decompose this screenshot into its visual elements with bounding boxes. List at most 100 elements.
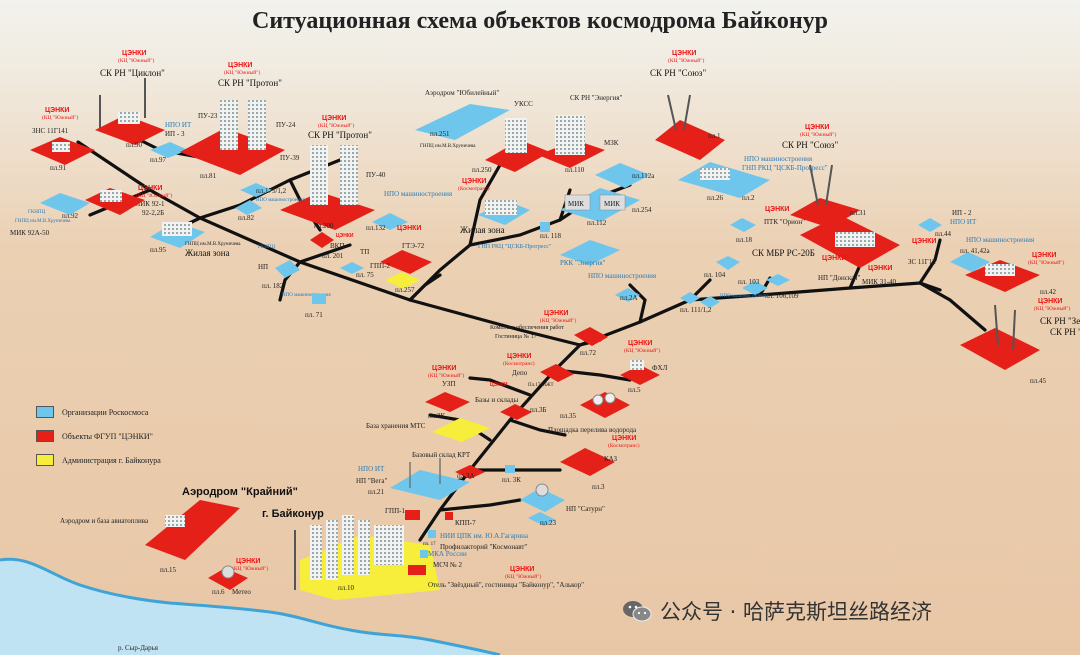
map-label: ГПП-1 xyxy=(385,507,405,515)
site-zs11g12[interactable]: ЦЭНКИ ЗС 11Г12 xyxy=(908,238,936,266)
site-soyuz-pl31[interactable]: ЦЭНКИ (КЦ "Южный") СК РН "Союз" пл.31 xyxy=(782,124,866,228)
map-shape xyxy=(455,465,485,479)
site-mzk[interactable]: МЗК пл.112а xyxy=(595,139,655,188)
map-shape xyxy=(505,465,515,473)
map-label: ПУ-23 xyxy=(198,112,218,120)
site-tsiklon[interactable]: ЦЭНКИ (КЦ "Южный") СК РН "Циклон" пл.90 xyxy=(95,50,165,149)
site-np-vega[interactable]: НПО ИТ НП "Вега" пл.21 xyxy=(356,458,470,500)
site-meteo[interactable]: ЦЭНКИ (КЦ "Южный") пл.6 Метео xyxy=(208,558,268,596)
map-shape xyxy=(560,240,620,265)
map-label: НПО машиностроения xyxy=(966,236,1035,244)
site-vkp[interactable]: ЦЭНКИ ВКП пл. 201 xyxy=(310,232,354,260)
map-label: НПО машиностроения xyxy=(256,198,305,203)
map-label: (КЦ "Южный") xyxy=(1028,259,1064,266)
map-label: пл.110 xyxy=(565,166,585,174)
site-aerodrom-yubileiny[interactable]: Аэродром "Юбилейный" пл.251 ГНПЦ им.М.В.… xyxy=(415,89,510,149)
site-gpp1[interactable]: ГПП-1 КПП-7 xyxy=(385,507,476,527)
site-zenit[interactable]: ЦЭНКИ (КЦ "Южный") СК РН "Зенит" СК РН "… xyxy=(960,298,1080,385)
map-label: г. Байконур xyxy=(262,508,324,520)
map-label: пл.81 xyxy=(200,172,216,180)
site-np-pl182[interactable]: ГКНПЦ НП пл. 182 xyxy=(258,245,300,290)
site-ptk-orion[interactable]: ЦЭНКИ ПТК "Орион" пл.18 xyxy=(730,206,805,244)
site-baikonur-city[interactable]: г. Байконур пл.10 xyxy=(262,508,440,600)
site-energia[interactable]: СК РН "Энергия" пл.110 xyxy=(538,94,622,174)
site-pl75[interactable]: пл. 75 xyxy=(340,262,374,279)
site-sk-mbr[interactable]: СК МБР РС-20Б пл. 104 пл. 103 пл. 106,10… xyxy=(680,248,815,314)
map-label: пл.15 xyxy=(160,566,176,574)
site-kaz[interactable]: ЦЭНКИ (Космотранс) КАЗ пл.3 xyxy=(560,435,640,491)
site-mik92[interactable]: ЦЭНКИ (КЦ "Южный") МИК 92-1 92-2,2Б пл.9… xyxy=(62,185,172,220)
site-ukss[interactable]: УКСС пл.250 xyxy=(472,100,550,174)
site-pl95-zhil[interactable]: пл.95 ГНПЦ им.М.В.Хруничева Жилая зона xyxy=(150,222,241,258)
map-shape xyxy=(180,128,285,175)
site-bazy[interactable]: ЦЭНКИ Базы и склады пл.3Б xyxy=(475,382,547,420)
map-label: ЗНС 11Г141 xyxy=(32,127,69,135)
site-pl3k2[interactable]: пл. 3К xyxy=(502,465,521,484)
map-label: ЦЭНКИ xyxy=(236,558,260,565)
site-pl42[interactable]: ЦЭНКИ (КЦ "Южный") пл.42 xyxy=(965,252,1064,296)
map-label: Аэродром "Юбилейный" xyxy=(425,89,499,97)
site-pl118[interactable]: пл. 118 ГНП РКЦ "ЦСКБ-Прогресс" xyxy=(478,222,561,250)
site-zhil2[interactable]: Жилая зона ЦЭНКИ (Космотранс) xyxy=(458,178,530,235)
map-shape xyxy=(809,164,819,206)
map-label: (КЦ "Южный") xyxy=(42,114,78,121)
site-msch[interactable]: МСЧ № 2 ЦЭНКИ (КЦ "Южный") Отель "Звёздн… xyxy=(408,561,584,589)
map-label: ЦЭНКИ xyxy=(122,50,146,57)
site-zns[interactable]: ЦЭНКИ (КЦ "Южный") ЗНС 11Г141 пл.91 xyxy=(30,107,95,172)
site-proton-pu23-pu24[interactable]: ЦЭНКИ (КЦ "Южный") СК РН "Протон" ПУ-23 … xyxy=(180,62,296,180)
map-label: ЦЭНКИ xyxy=(490,382,508,388)
site-ip3[interactable]: НПО ИТ ИП - 3 пл.97 xyxy=(150,121,192,164)
map-label: ПУ-39 xyxy=(280,154,300,162)
map-label: пл.45 xyxy=(1030,377,1046,385)
map-shape xyxy=(275,260,300,278)
site-baza-mts[interactable]: База хранения МТС xyxy=(366,418,490,442)
site-mik31[interactable]: ЦЭНКИ НП "Донская" ЦЭНКИ МИК 31-40 xyxy=(800,215,900,286)
site-gnp-rkc-pl2[interactable]: НПО машиностроения ГНП РКЦ "ЦСКБ-Прогрес… xyxy=(678,155,828,202)
map-label: ЦЭНКИ xyxy=(322,115,346,122)
site-ip2[interactable]: ИП - 2 НПО ИТ пл.44 xyxy=(918,209,977,238)
site-mik92a[interactable]: ГКНПЦ ГНПЦ им.М.В.Хруничева МИК 92А-50 xyxy=(10,193,90,237)
map-shape xyxy=(742,281,768,295)
site-uzp[interactable]: ЦЭНКИ (КЦ "Южный") УЗП пл.3К xyxy=(425,365,470,420)
map-shape xyxy=(630,360,644,370)
map-label: пл.3Б xyxy=(530,406,547,414)
map-label: ГНПЦ им.М.В.Хруничева xyxy=(420,144,476,149)
site-fhl[interactable]: ЦЭНКИ (КЦ "Южный") ФХЛ пл.5 xyxy=(620,340,668,394)
site-pl72[interactable]: ЦЭНКИ (КЦ "Южный") Комплекс обеспечения … xyxy=(490,310,608,357)
site-np-saturn[interactable]: НП "Сатурн" пл.23 xyxy=(520,483,605,527)
map-label: пл. 17 xyxy=(423,542,436,547)
map-shape xyxy=(468,163,502,247)
site-rkk[interactable]: РКК "Энергия" xyxy=(560,240,620,267)
map-shape xyxy=(280,192,375,230)
map-label: пл.200 xyxy=(314,222,334,230)
site-pl175[interactable]: пл.175/1,2 НПО машиностроения пл.82 xyxy=(235,183,305,222)
site-niiz[interactable]: НИИ ЦПК им. Ю.А.Гагарина Профилакторий "… xyxy=(420,530,529,558)
legend-item-fgup: Объекты ФГУП "ЦЭНКИ" xyxy=(36,430,161,442)
site-depo[interactable]: ЦЭНКИ (Космотранс) Депо Пл.17 МЖТ xyxy=(503,353,574,388)
map-shape xyxy=(595,163,650,188)
site-soyuz-pl1[interactable]: ЦЭНКИ (КЦ "Южный") СК РН "Союз" пл.1 xyxy=(650,50,725,160)
site-gte72[interactable]: ЦЭНКИ ГТЭ-72 ТП ГПП-2 пл.257 xyxy=(360,225,432,294)
map-label: ЦЭНКИ xyxy=(628,340,652,347)
legend-swatch-fgup xyxy=(36,430,54,442)
site-pl71[interactable]: НПО машиностроения пл. 71 xyxy=(282,293,331,319)
map-label: пл.42 xyxy=(1040,288,1056,296)
map-label: МИК xyxy=(604,200,620,208)
site-proton-pu39-pu40[interactable]: ЦЭНКИ (КЦ "Южный") СК РН "Протон" ПУ-39 … xyxy=(280,115,386,230)
map-label: НИИ ЦПК им. Ю.А.Гагарина xyxy=(440,532,529,540)
site-pl2a[interactable]: НПО машиностроения пл.2А xyxy=(588,272,657,302)
map-shape xyxy=(312,294,326,304)
site-pl132[interactable]: НПО машиностроения пл.132 xyxy=(366,190,453,232)
site-aerodrom-krainy[interactable]: Аэродром "Крайний" Аэродром и база авиат… xyxy=(60,486,298,574)
map-label: (КЦ "Южный") xyxy=(505,573,541,580)
map-label: Депо xyxy=(512,369,528,377)
site-baz-sklad[interactable]: Базовый склад КРТ пл.3А xyxy=(412,451,485,480)
map-label: ЦЭНКИ xyxy=(510,566,534,573)
map-label: пл.23 xyxy=(540,519,556,527)
site-pl35[interactable]: пл.35 Площадка перелива водорода xyxy=(548,392,637,434)
site-pl41[interactable]: НПО машиностроения пл. 41,42а xyxy=(950,236,1035,272)
watermark: 公众号 · 哈萨克斯坦丝路经济 xyxy=(622,596,932,626)
map-label: ЦЭНКИ xyxy=(462,178,486,185)
site-mik-112[interactable]: МИК МИК пл.112 пл.254 xyxy=(560,188,652,227)
